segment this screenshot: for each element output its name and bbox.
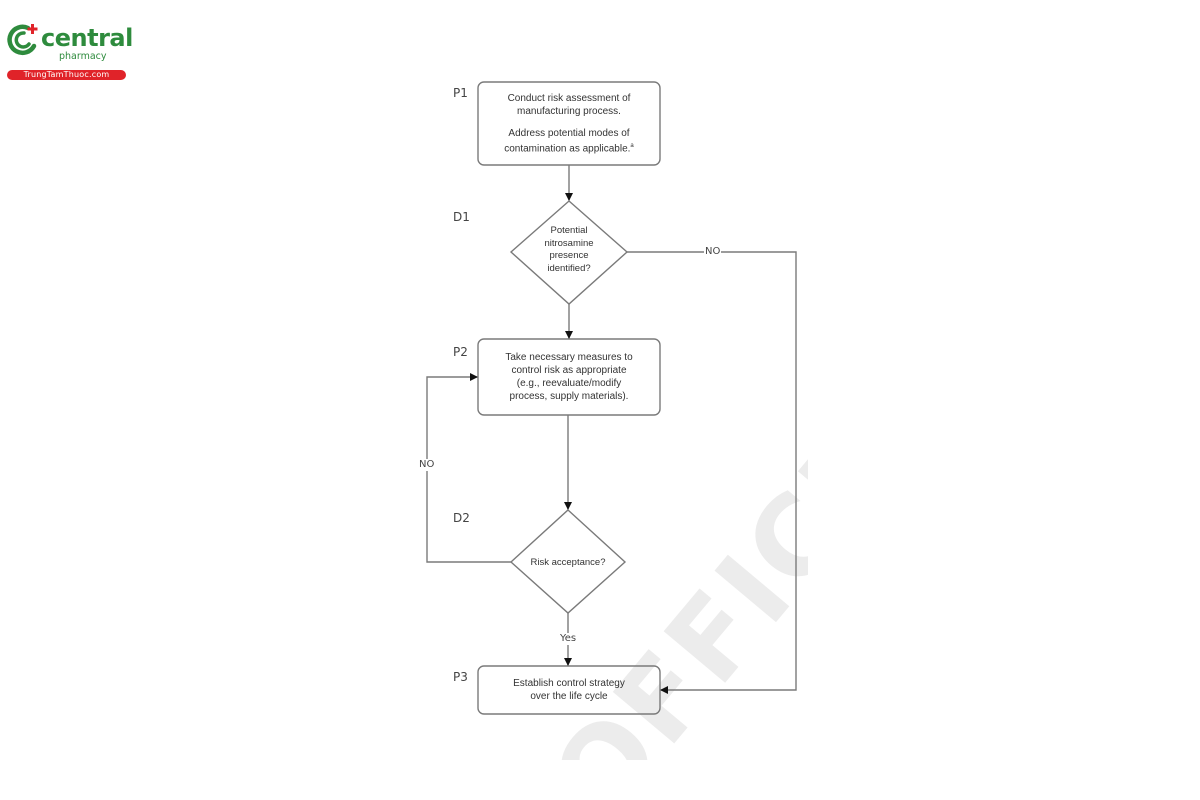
node-p1-line2: manufacturing process. xyxy=(517,106,621,117)
step-label-p2: P2 xyxy=(453,345,468,359)
node-p2-line1: Take necessary measures to xyxy=(505,352,633,363)
node-d1-line3: presence xyxy=(549,250,589,261)
central-pharmacy-logo: central pharmacy TrungTamThuoc.com xyxy=(6,22,133,82)
edge-label-d2-yes: Yes xyxy=(559,633,578,645)
node-d1-text: Potential nitrosamine presence identifie… xyxy=(519,225,619,275)
node-p2-line4: process, supply materials). xyxy=(509,391,629,402)
node-p1-line1: Conduct risk assessment of xyxy=(507,93,631,104)
node-p3-line1: Establish control strategy xyxy=(513,678,625,689)
edge-label-d2-no: NO xyxy=(418,459,436,471)
node-d1-line4: identified? xyxy=(547,262,591,274)
node-d2-text: Risk acceptance? xyxy=(508,556,628,569)
logo-mark-icon xyxy=(7,24,38,56)
step-label-d2: D2 xyxy=(453,511,470,525)
node-p2-shape xyxy=(477,338,661,416)
node-p2-line2: control risk as appropriate xyxy=(511,365,627,376)
edge-d1-p3 xyxy=(627,251,797,694)
step-label-d1: D1 xyxy=(453,210,470,224)
step-label-p1: P1 xyxy=(453,86,468,100)
node-p2-line3: (e.g., reevaluate/modify xyxy=(516,378,622,389)
node-p1-line4-wrap: contamination as applicable.a xyxy=(478,140,660,155)
logo-site-badge: TrungTamThuoc.com xyxy=(7,70,126,80)
logo-brand-text: central xyxy=(41,24,133,52)
node-d1-line1: Potential xyxy=(550,225,588,236)
node-p3-text: Establish control strategy over the life… xyxy=(478,677,660,703)
node-p3-line2: over the life cycle xyxy=(530,691,608,702)
footnote-marker: a xyxy=(630,143,634,149)
node-d1-line2: nitrosamine xyxy=(544,237,594,249)
edge-label-d1-no: NO xyxy=(704,246,722,258)
logo-sub-text: pharmacy xyxy=(59,51,107,62)
node-p2-text: Take necessary measures to control risk … xyxy=(478,351,660,403)
node-d2-line1: Risk acceptance? xyxy=(530,557,606,568)
edge-d2-p2 xyxy=(426,373,511,563)
node-p1-text: Conduct risk assessment of manufacturing… xyxy=(478,92,660,155)
node-p1-line3: Address potential modes of xyxy=(508,128,630,139)
step-label-p3: P3 xyxy=(453,670,468,684)
node-p1-line4: contamination as applicable. xyxy=(504,143,631,155)
